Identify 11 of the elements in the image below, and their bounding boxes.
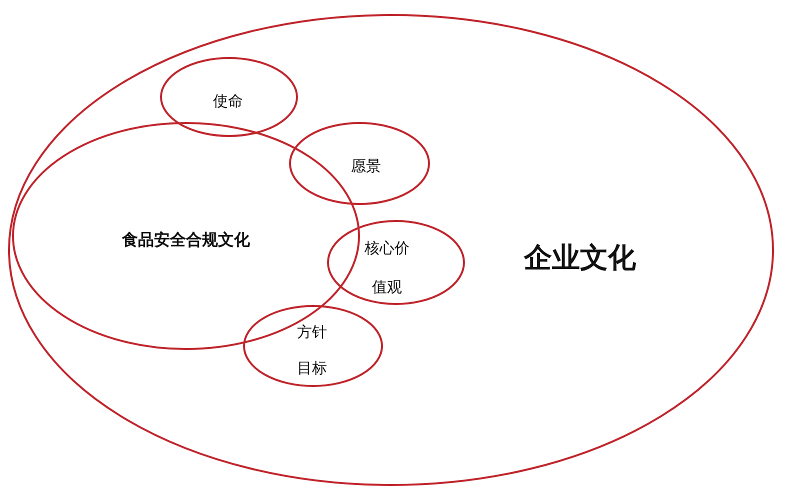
- ellipse: [160, 57, 298, 137]
- ellipse: [327, 220, 465, 305]
- ellipse: [243, 305, 383, 387]
- ellipse-label: 核心价值观: [364, 238, 410, 298]
- ellipse-label: 企业文化: [522, 241, 637, 275]
- ellipse: [289, 122, 430, 205]
- ellipse-label: 食品安全合规文化: [120, 230, 251, 250]
- ellipse-label: 方针目标: [296, 322, 328, 379]
- ellipse-label: 使命: [212, 92, 244, 110]
- ellipse-label: 愿景: [350, 157, 382, 175]
- outer-ellipse: [8, 14, 774, 486]
